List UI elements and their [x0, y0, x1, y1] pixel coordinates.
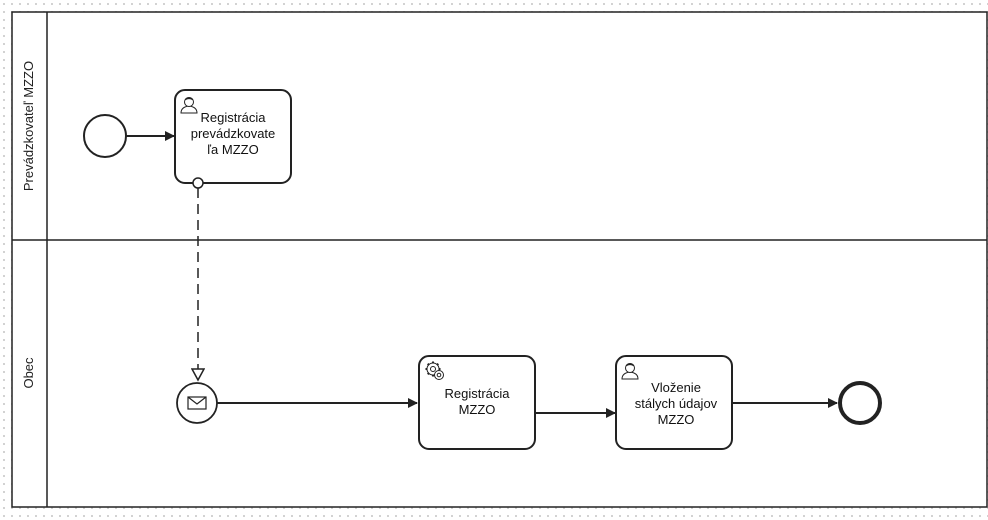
user-icon — [621, 363, 639, 380]
task-label-line: Vloženie — [651, 380, 701, 395]
end-event[interactable] — [838, 381, 882, 425]
task-label-line: stálych údajov — [634, 396, 718, 411]
task-label-line: MZZO — [657, 412, 695, 427]
task-label-line: ľa MZZO — [207, 142, 259, 157]
task-registracia-mzzo[interactable] — [418, 355, 536, 450]
lane-label-prevadzkovatel: Prevádzkovateľ MZZO — [21, 60, 36, 192]
task-label-line: prevádzkovate — [190, 126, 276, 141]
envelope-icon — [187, 396, 207, 410]
task-label-registracia-mzzo: Registrácia MZZO — [422, 370, 532, 434]
task-label-line: Registrácia — [444, 386, 510, 401]
gear-icon — [425, 361, 444, 380]
lane-label-obec: Obec — [21, 357, 36, 389]
user-icon — [180, 97, 198, 114]
start-event[interactable] — [83, 114, 127, 158]
task-registracia-prevadzkovatela[interactable] — [174, 89, 292, 184]
message-flow-source-marker — [192, 177, 204, 189]
task-label-line: MZZO — [458, 402, 496, 417]
task-label-vlozenie: Vloženie stálych údajov MZZO — [624, 372, 728, 436]
task-label-line: Registrácia — [200, 110, 266, 125]
task-label-registracia-prevadzkovatela: Registrácia prevádzkovate ľa MZZO — [178, 104, 288, 164]
